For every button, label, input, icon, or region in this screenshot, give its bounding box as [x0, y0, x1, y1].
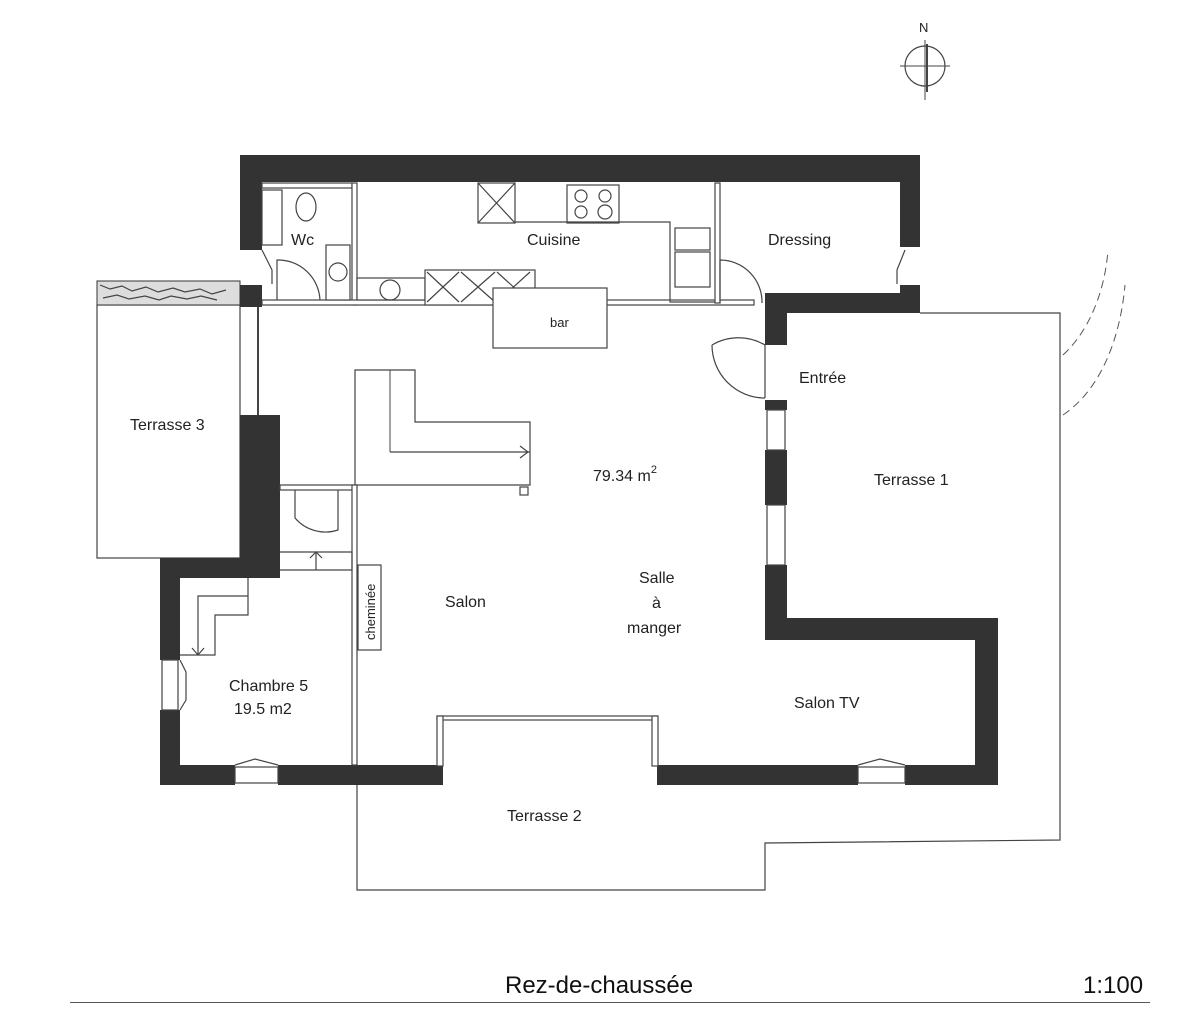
- label-entree: Entrée: [799, 370, 846, 387]
- label-terrasse-2: Terrasse 2: [507, 808, 582, 825]
- door-swing: [276, 259, 321, 301]
- staircase: [354, 369, 531, 486]
- label-chambre-5-area: 19.5 m2: [234, 701, 292, 718]
- label-salon: Salon: [445, 594, 486, 611]
- label-dressing: Dressing: [768, 232, 831, 249]
- room-labels: Wc Cuisine Dressing bar Entrée Terrasse …: [130, 232, 949, 825]
- label-cheminee: cheminée: [363, 584, 378, 640]
- label-a: à: [652, 595, 661, 612]
- label-salle: Salle: [639, 570, 675, 587]
- label-salon-tv: Salon TV: [794, 695, 860, 712]
- north-compass-icon: N: [900, 20, 950, 100]
- footer-rule: [70, 1002, 1150, 1003]
- label-bar: bar: [550, 315, 569, 330]
- garden-dashed-lines: [1062, 249, 1126, 416]
- toilet-icon: [295, 192, 317, 222]
- fireplace: [357, 564, 382, 651]
- label-living-area: 79.34 m2: [593, 464, 657, 485]
- plan-scale: 1:100: [1083, 972, 1144, 999]
- compass-north-label: N: [919, 20, 928, 35]
- label-manger: manger: [627, 620, 682, 637]
- sink-icon: [328, 262, 348, 282]
- stone-wall: [96, 280, 241, 306]
- label-cuisine: Cuisine: [527, 232, 580, 249]
- label-wc: Wc: [291, 232, 314, 249]
- interior: [179, 182, 906, 767]
- bar-counter: [492, 287, 608, 349]
- plan-title: Rez-de-chaussée: [505, 972, 694, 999]
- label-terrasse-3: Terrasse 3: [130, 417, 205, 434]
- label-chambre-5: Chambre 5: [229, 678, 308, 695]
- exterior-walls: [160, 155, 998, 785]
- terrasse-1-2-outline: [356, 312, 1061, 891]
- entry-door-swing: [711, 337, 766, 399]
- label-terrasse-1: Terrasse 1: [874, 472, 949, 489]
